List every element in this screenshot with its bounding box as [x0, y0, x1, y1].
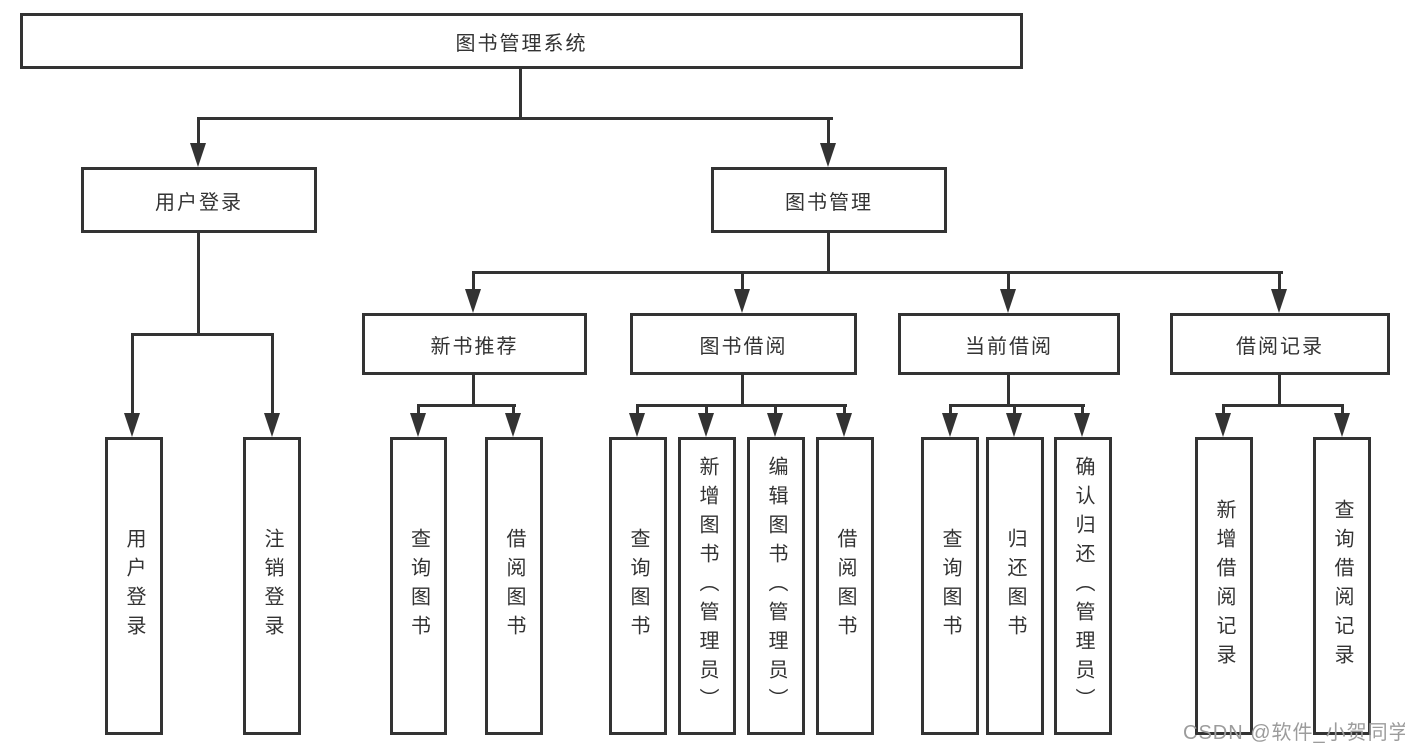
connector-root-rail — [197, 117, 833, 120]
leaf-query-borrow-record-label: 查询借阅记录 — [1331, 499, 1353, 673]
node-borrow-records-label: 借阅记录 — [1236, 335, 1324, 358]
leaf-user-login-label: 用户登录 — [123, 528, 145, 644]
connector-login-drop-2 — [271, 333, 274, 413]
leaf-recommend-borrow-books: 借阅图书 — [485, 437, 543, 735]
node-current-borrow: 当前借阅 — [898, 313, 1120, 375]
arrowhead-current — [1000, 289, 1016, 313]
connector-login-rail — [131, 333, 274, 336]
node-current-borrow-label: 当前借阅 — [965, 335, 1053, 358]
leaf-current-query-books: 查询图书 — [921, 437, 979, 735]
node-user-login: 用户登录 — [81, 167, 317, 233]
leaf-confirm-return-admin: 确认归还（管理员） — [1054, 437, 1112, 735]
connector-borrow-drop-2 — [705, 404, 708, 414]
connector-borrow-rail — [636, 404, 847, 407]
connector-login-drop-1 — [131, 333, 134, 413]
arrowhead-current-leaf-2 — [1006, 413, 1022, 437]
arrowhead-borrow-leaf-3 — [767, 413, 783, 437]
connector-recommend-stem — [472, 374, 475, 407]
leaf-add-borrow-record-label: 新增借阅记录 — [1213, 499, 1235, 673]
leaf-current-query-books-label: 查询图书 — [939, 528, 961, 644]
connector-current-drop-2 — [1013, 404, 1016, 414]
node-root: 图书管理系统 — [20, 13, 1023, 69]
connector-mgmt-stem — [827, 232, 830, 274]
arrowhead-borrow-leaf-1 — [629, 413, 645, 437]
leaf-edit-books-admin-label: 编辑图书（管理员） — [765, 455, 787, 717]
connector-root-drop-mgmt — [827, 117, 830, 145]
arrowhead-current-leaf-3 — [1074, 413, 1090, 437]
arrowhead-recommend-leaf-1 — [410, 413, 426, 437]
leaf-return-books: 归还图书 — [986, 437, 1044, 735]
connector-borrow-drop-4 — [843, 404, 846, 414]
connector-current-drop-3 — [1081, 404, 1084, 414]
connector-recommend-rail — [417, 404, 516, 407]
leaf-borrow-query-books: 查询图书 — [609, 437, 667, 735]
arrowhead-mgmt — [820, 143, 836, 167]
connector-borrow-drop-3 — [774, 404, 777, 414]
arrowhead-recommend-leaf-2 — [505, 413, 521, 437]
leaf-return-books-label: 归还图书 — [1004, 528, 1026, 644]
arrowhead-borrow-leaf-4 — [836, 413, 852, 437]
node-book-borrow-label: 图书借阅 — [699, 335, 788, 358]
leaf-borrow-query-books-label: 查询图书 — [627, 528, 649, 644]
node-new-book-recommend-label: 新书推荐 — [430, 335, 519, 358]
node-book-mgmt-label: 图书管理 — [785, 191, 873, 214]
connector-current-stem — [1007, 374, 1010, 407]
connector-current-rail — [949, 404, 1085, 407]
arrowhead-records-leaf-2 — [1334, 413, 1350, 437]
leaf-confirm-return-admin-label: 确认归还（管理员） — [1072, 455, 1094, 717]
node-book-borrow: 图书借阅 — [630, 313, 857, 375]
connector-root-drop-login — [197, 117, 200, 145]
leaf-recommend-borrow-books-label: 借阅图书 — [503, 528, 525, 644]
connector-borrow-drop-1 — [636, 404, 639, 414]
node-new-book-recommend: 新书推荐 — [362, 313, 587, 375]
arrowhead-recommend — [465, 289, 481, 313]
connector-records-stem — [1278, 374, 1281, 407]
leaf-borrow-books: 借阅图书 — [816, 437, 874, 735]
leaf-add-books-admin: 新增图书（管理员） — [678, 437, 736, 735]
arrowhead-login-leaf-2 — [264, 413, 280, 437]
arrowhead-login-leaf-1 — [124, 413, 140, 437]
leaf-logout: 注销登录 — [243, 437, 301, 735]
arrowhead-records-leaf-1 — [1215, 413, 1231, 437]
node-borrow-records: 借阅记录 — [1170, 313, 1390, 375]
connector-recommend-drop-1 — [417, 404, 420, 414]
leaf-logout-label: 注销登录 — [261, 528, 283, 644]
leaf-edit-books-admin: 编辑图书（管理员） — [747, 437, 805, 735]
arrowhead-login — [190, 143, 206, 167]
arrowhead-records — [1271, 289, 1287, 313]
leaf-add-borrow-record: 新增借阅记录 — [1195, 437, 1253, 735]
connector-mgmt-drop-3 — [1007, 271, 1010, 291]
connector-login-stem — [197, 232, 200, 336]
arrowhead-current-leaf-1 — [942, 413, 958, 437]
leaf-borrow-books-label: 借阅图书 — [834, 528, 856, 644]
node-root-label: 图书管理系统 — [455, 32, 588, 55]
connector-mgmt-drop-1 — [472, 271, 475, 291]
connector-mgmt-drop-2 — [741, 271, 744, 291]
connector-root-stem — [519, 69, 522, 119]
connector-borrow-stem — [741, 374, 744, 407]
arrowhead-borrow-leaf-2 — [698, 413, 714, 437]
connector-records-drop-2 — [1341, 404, 1344, 414]
leaf-query-borrow-record: 查询借阅记录 — [1313, 437, 1371, 735]
leaf-recommend-query-books-label: 查询图书 — [407, 528, 430, 644]
node-book-mgmt: 图书管理 — [711, 167, 947, 233]
node-user-login-label: 用户登录 — [155, 191, 243, 214]
connector-recommend-drop-2 — [512, 404, 515, 414]
connector-mgmt-rail — [472, 271, 1283, 274]
leaf-add-books-admin-label: 新增图书（管理员） — [696, 455, 718, 717]
connector-mgmt-drop-4 — [1278, 271, 1281, 291]
connector-records-drop-1 — [1222, 404, 1225, 414]
arrowhead-borrow — [734, 289, 750, 313]
leaf-user-login: 用户登录 — [105, 437, 163, 735]
connector-current-drop-1 — [949, 404, 952, 414]
leaf-recommend-query-books: 查询图书 — [390, 437, 447, 735]
watermark: CSDN @软件_小贺同学 — [1183, 722, 1405, 744]
connector-records-rail — [1222, 404, 1344, 407]
